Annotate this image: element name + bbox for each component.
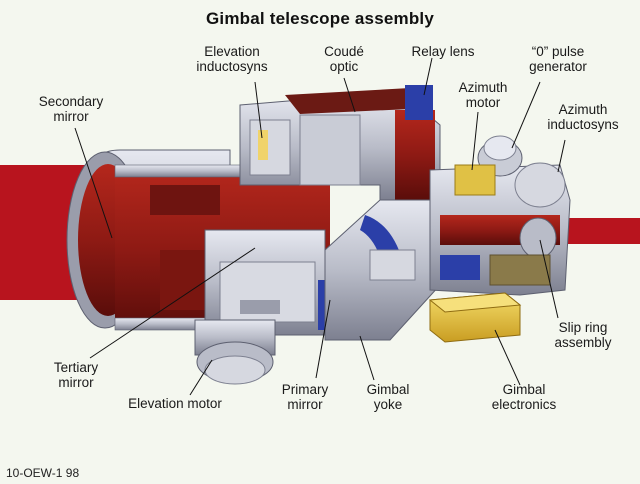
coude-housing (239, 85, 441, 201)
label-elevation-motor: Elevation motor (128, 396, 222, 411)
label-relay-lens: Relay lens (411, 44, 475, 59)
label-secondary-mirror: Secondary mirror (38, 94, 104, 124)
label-gimbal-electronics: Gimbal electronics (491, 382, 557, 412)
label-pulse-generator: “0” pulse generator (529, 44, 587, 74)
label-tertiary-mirror: Tertiary mirror (53, 360, 99, 390)
azimuth-assembly (429, 135, 571, 296)
primary-mirror-cell (204, 229, 338, 336)
laser-beam-right (560, 218, 640, 244)
gimbal-electronics-box (428, 292, 522, 343)
label-slip-ring-assembly: Slip ring assembly (554, 320, 612, 350)
label-azimuth-inductosyns: Azimuth inductosyns (547, 102, 619, 132)
gimbal-yoke-body (324, 199, 441, 341)
elevation-motor-body (194, 319, 276, 385)
label-gimbal-yoke: Gimbal yoke (366, 382, 410, 412)
label-primary-mirror: Primary mirror (281, 382, 329, 412)
leader-lines (74, 57, 566, 396)
figure-id: 10-OEW-1 98 (6, 466, 80, 480)
diagram-title: Gimbal telescope assembly (206, 9, 434, 28)
label-elevation-inductosyns: Elevation inductosyns (196, 44, 268, 74)
label-azimuth-motor: Azimuth motor (458, 80, 508, 110)
label-coude-optic: Coudé optic (324, 44, 364, 74)
